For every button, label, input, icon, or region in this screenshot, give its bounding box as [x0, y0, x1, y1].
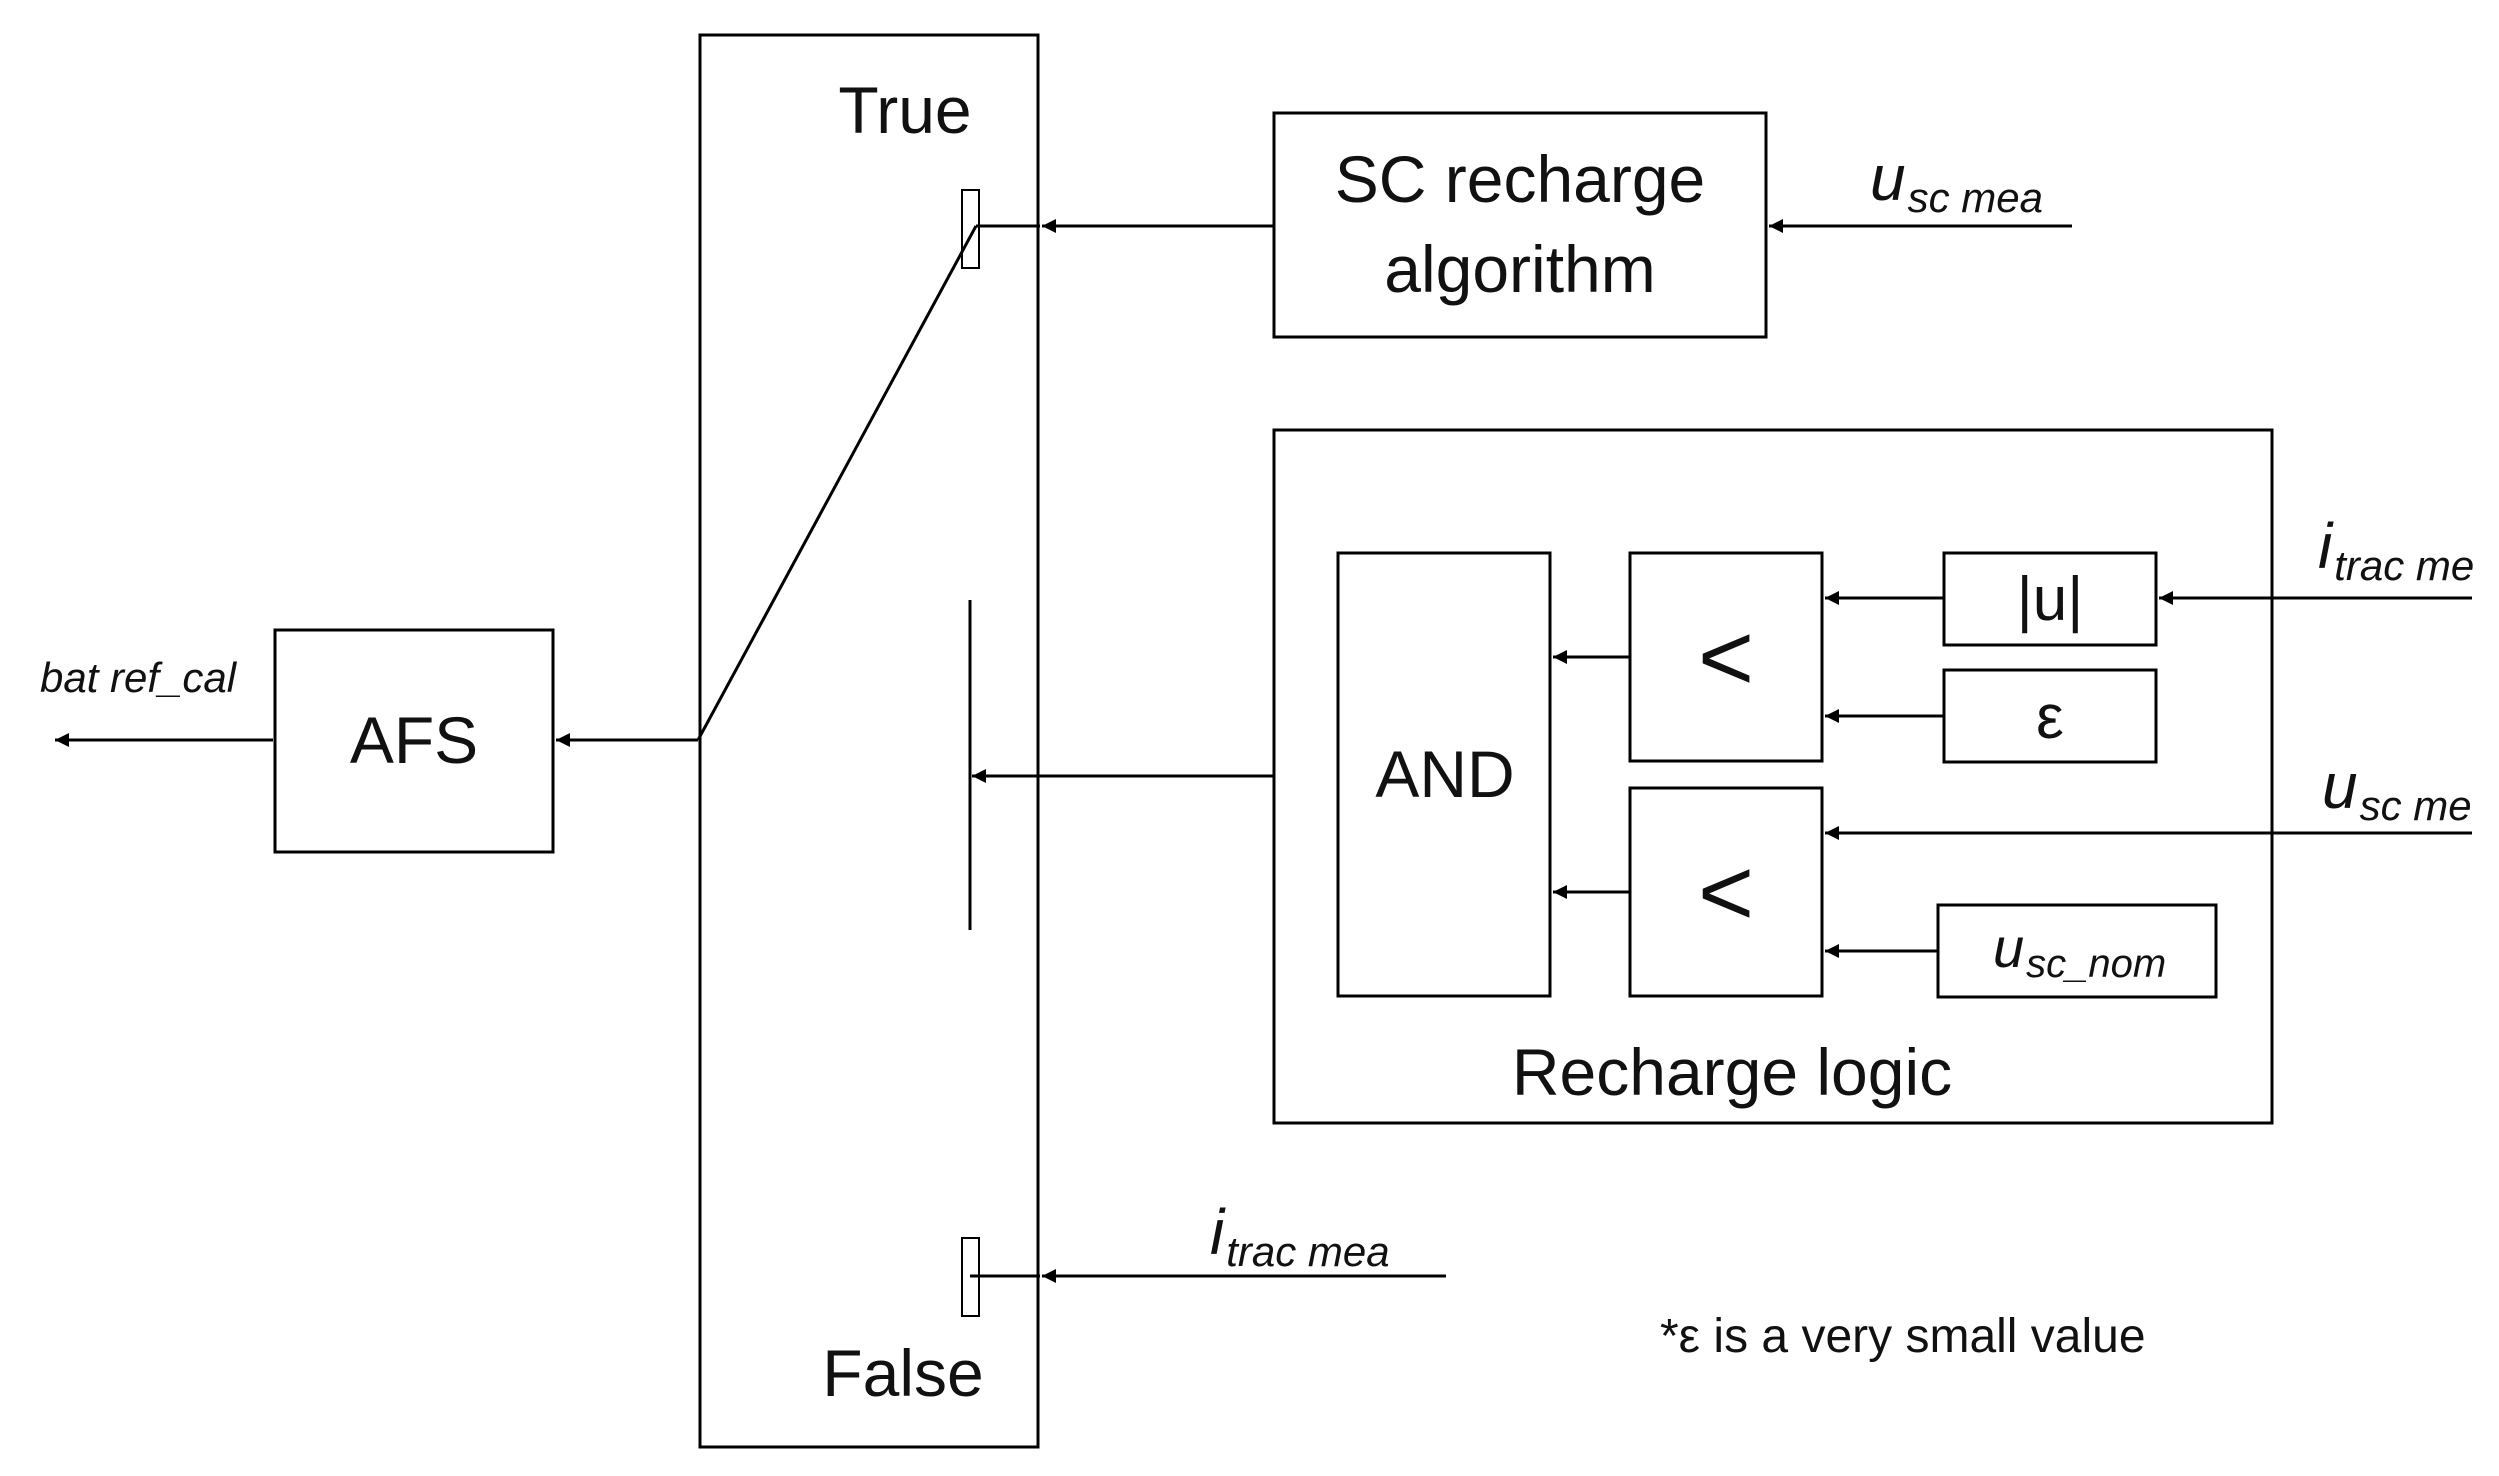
i-trac-bottom-label: itrac mea — [1210, 1196, 1390, 1275]
comparator-top-symbol: < — [1698, 604, 1754, 711]
switch-block — [698, 33, 1040, 1449]
i-trac-right-label: itrac me — [2318, 510, 2474, 589]
and-label: AND — [1375, 737, 1514, 811]
and-block — [1336, 551, 1552, 998]
recharge-logic-label: Recharge logic — [1512, 1035, 1952, 1109]
comparator-bottom-symbol: < — [1698, 839, 1754, 946]
switch-true-label: True — [838, 73, 971, 147]
epsilon-label: ε — [2036, 683, 2064, 752]
afs-block — [273, 628, 555, 854]
footnote: *ε is a very small value — [1660, 1310, 2146, 1363]
afs-label: AFS — [350, 703, 478, 777]
u-sc-nom-label: usc_nom — [1993, 916, 2166, 986]
u-sc-mea-top-label: usc mea — [1870, 142, 2043, 221]
switch-contact-true — [961, 189, 980, 269]
output-signal-label: bat ref_cal — [40, 654, 238, 701]
switch-lever — [696, 225, 978, 741]
switch-false-label: False — [822, 1336, 983, 1410]
u-sc-right-label: usc me — [2322, 750, 2472, 829]
sc-recharge-label-line1: SC recharge — [1335, 142, 1706, 216]
abs-label: |u| — [2017, 565, 2084, 634]
sc-recharge-label-line2: algorithm — [1384, 232, 1655, 306]
